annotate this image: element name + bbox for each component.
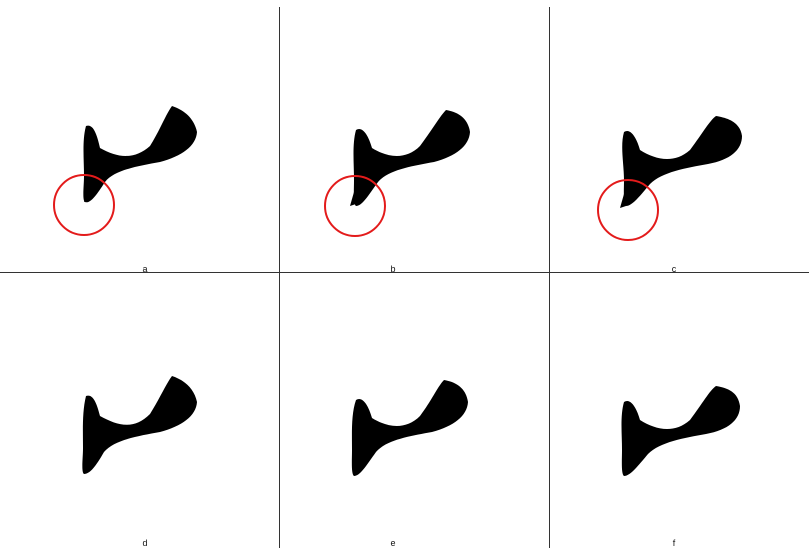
divider-vertical-2 — [549, 7, 550, 548]
highlight-circle — [597, 179, 659, 241]
highlight-circle — [53, 174, 115, 236]
panel-e: e — [270, 274, 540, 548]
highlight-circle — [324, 175, 386, 237]
shape-silhouette — [351, 380, 468, 476]
shape-silhouette — [622, 116, 742, 206]
panel-d: d — [0, 274, 270, 548]
panel-f: f — [540, 274, 809, 548]
divider-horizontal — [0, 272, 809, 273]
panel-label: a — [142, 264, 148, 274]
panel-b: b — [270, 0, 540, 274]
shape-c — [597, 116, 742, 241]
shape-f — [621, 386, 740, 476]
divider-vertical-1 — [279, 7, 280, 548]
shape-d — [82, 376, 197, 474]
shape-e — [351, 380, 468, 476]
panel-label: e — [390, 538, 396, 548]
shape-b — [324, 110, 470, 237]
shape-silhouette — [621, 386, 740, 476]
panel-label: c — [671, 264, 677, 274]
panel-label: f — [672, 538, 676, 548]
shape-silhouette — [83, 106, 197, 203]
panel-a: a — [0, 0, 270, 274]
shape-a — [53, 106, 197, 236]
panel-c: c — [540, 0, 809, 274]
shape-silhouette — [82, 376, 197, 474]
panel-label: d — [142, 538, 148, 548]
shape-silhouette — [353, 110, 470, 206]
panel-label: b — [390, 264, 396, 274]
